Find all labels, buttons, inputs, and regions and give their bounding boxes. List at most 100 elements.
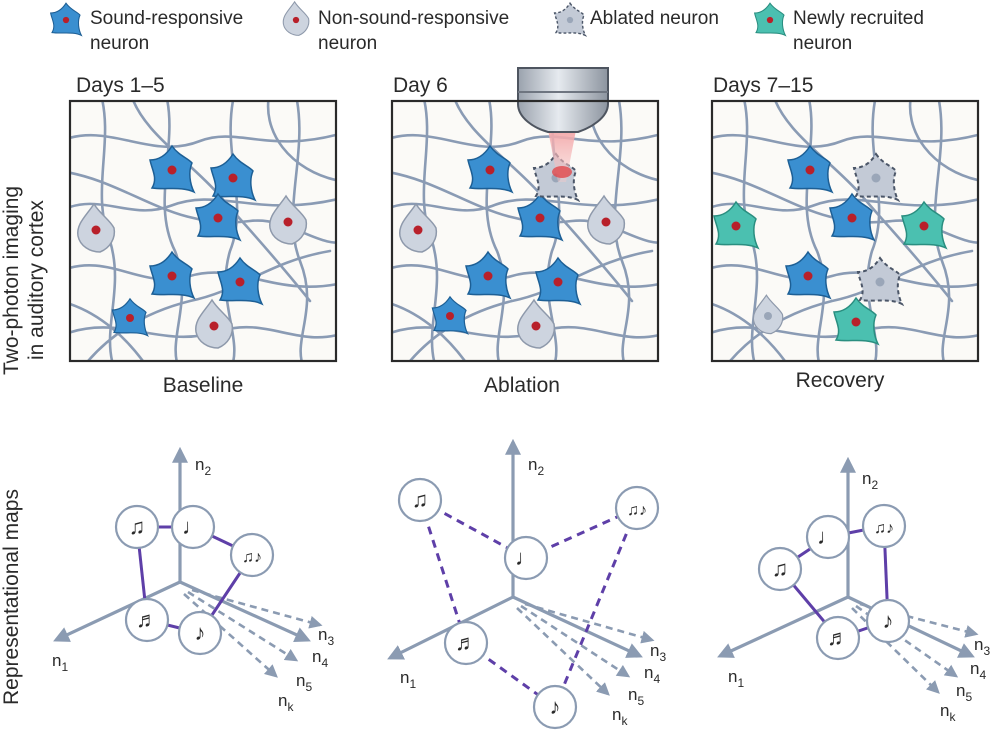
axis-label-n3: n3 [650,641,666,664]
legend-label-line2: neuron [90,33,149,54]
legend-label-line2: neuron [318,33,377,54]
axis-n3 [859,602,979,638]
panel-caption: Baseline [163,374,244,397]
svg-text:♫: ♫ [412,487,429,512]
legend-non-sound-responsive: Non-sound-responsive neuron [282,1,509,54]
legend-newly-recruited: Newly recruited neuron [754,2,924,54]
legend-label-line2: neuron [793,33,852,54]
axis-n3 [524,602,655,644]
panel-day-label: Days 7–15 [713,74,813,97]
axis-nk [516,607,610,696]
axis-nk [183,593,278,678]
beamed-eighth-notes-icon: ♫ [757,546,803,592]
map-ablation: ♫ ♩ ♫♪ ♬ ♪ n2 n1 n3 n4 n5 nk [387,438,666,730]
axis-label-n1: n1 [400,668,416,691]
side-label-imaging-line1: Two-photon imaging [0,186,23,375]
sixteenth-note-icon: ♬ [443,620,489,666]
legend: Sound-responsive neuron Non-sound-respon… [50,1,924,54]
imaging-frame [390,99,660,363]
quarter-note-icon: ♩ [805,514,851,560]
panel-caption: Ablation [484,374,560,397]
beamed-eighth-notes-icon: ♫ [397,477,443,523]
imaging-frame [710,99,980,363]
neurons [713,145,947,345]
neurons [76,145,308,349]
svg-text:♫♪: ♫♪ [874,520,894,537]
svg-text:♬: ♬ [455,630,477,655]
triplet-notes-icon: ♫♪ [861,503,907,549]
axis-label-n2: n2 [195,455,211,478]
axis-label-n5: n5 [296,671,312,694]
axis-n1 [717,595,849,658]
side-label-imaging-line2: in auditory cortex [25,200,48,360]
beamed-eighth-notes-icon: ♫ [114,504,160,550]
sixteenth-note-icon: ♬ [124,597,170,643]
axis-label-n4: n4 [970,659,986,682]
axis-nk [851,607,940,694]
map-recovery: ♫ ♩ ♫♪ ♬ ♪ n2 n1 n3 n4 n5 nk [717,456,990,724]
axis-n3 [191,588,323,629]
sixteenth-note-icon: ♬ [815,615,861,661]
quarter-note-icon: ♩ [503,535,549,581]
quarter-note-icon: ♩ [170,504,216,550]
axis-label-n2: n2 [862,469,878,492]
laser-focus-icon [552,166,572,178]
svg-text:♫: ♫ [772,556,789,581]
eighth-note-icon: ♪ [177,610,223,656]
panel-recovery: Days 7–15 Recovery [710,74,980,392]
axis-label-n5: n5 [956,681,972,704]
map-nodes: ♫ ♩ ♫♪ ♬ ♪ [114,504,275,656]
imaging-frame [68,99,338,363]
axis-n4 [512,595,643,658]
svg-text:♩: ♩ [182,514,204,539]
side-label-maps: Representational maps [0,489,23,705]
axis-label-nk: nk [612,705,628,728]
axis-label-n2: n2 [528,455,544,478]
axis-label-n1: n1 [728,667,744,690]
axis-n5 [520,604,631,678]
axis-label-n3: n3 [974,635,990,658]
axis-label-n1: n1 [52,651,68,674]
axis-label-n3: n3 [318,625,334,648]
svg-text:♪: ♪ [195,620,206,645]
axis-n4 [179,580,311,643]
svg-text:♬: ♬ [827,625,849,650]
axis-label-n5: n5 [628,685,644,708]
axis-label-nk: nk [940,701,956,724]
legend-label-line1: Newly recruited [793,8,924,29]
legend-label-line1: Sound-responsive [90,8,243,29]
svg-text:♫♪: ♫♪ [242,549,262,566]
eighth-note-icon: ♪ [532,684,578,730]
panel-day-label: Days 1–5 [76,74,165,97]
panel-caption: Recovery [796,369,885,392]
legend-ablated: Ablated neuron [553,2,719,37]
axis-n1 [53,580,181,642]
legend-sound-responsive: Sound-responsive neuron [50,2,243,54]
eighth-note-icon: ♪ [865,598,911,644]
svg-text:♪: ♪ [550,694,561,719]
legend-label-line1: Non-sound-responsive [318,8,509,29]
svg-text:♫♪: ♫♪ [627,502,647,519]
panel-day-label: Day 6 [393,74,448,97]
axis-label-n4: n4 [312,647,328,670]
svg-text:♩: ♩ [817,524,839,549]
triplet-notes-icon: ♫♪ [614,485,660,531]
axis-n5 [855,604,959,678]
axis-label-n4: n4 [644,663,660,686]
map-nodes: ♫ ♩ ♫♪ ♬ ♪ [757,503,911,661]
axis-label-nk: nk [278,691,294,714]
svg-text:♬: ♬ [136,607,158,632]
map-nodes: ♫ ♩ ♫♪ ♬ ♪ [397,477,660,730]
legend-label-line1: Ablated neuron [590,8,719,29]
triplet-notes-icon: ♫♪ [229,532,275,578]
axis-n4 [847,595,975,658]
panel-baseline: Days 1–5 Baseline [68,74,338,397]
svg-text:♫: ♫ [129,514,146,539]
axis-n5 [187,590,299,662]
laser-beam [548,130,576,182]
map-baseline: ♫ ♩ ♫♪ ♬ ♪ n2 n1 n3 n4 n5 nk [52,446,334,714]
panel-ablation: Day 6 Ablation [390,67,660,397]
svg-text:♪: ♪ [883,608,894,633]
svg-text:♩: ♩ [515,545,537,570]
